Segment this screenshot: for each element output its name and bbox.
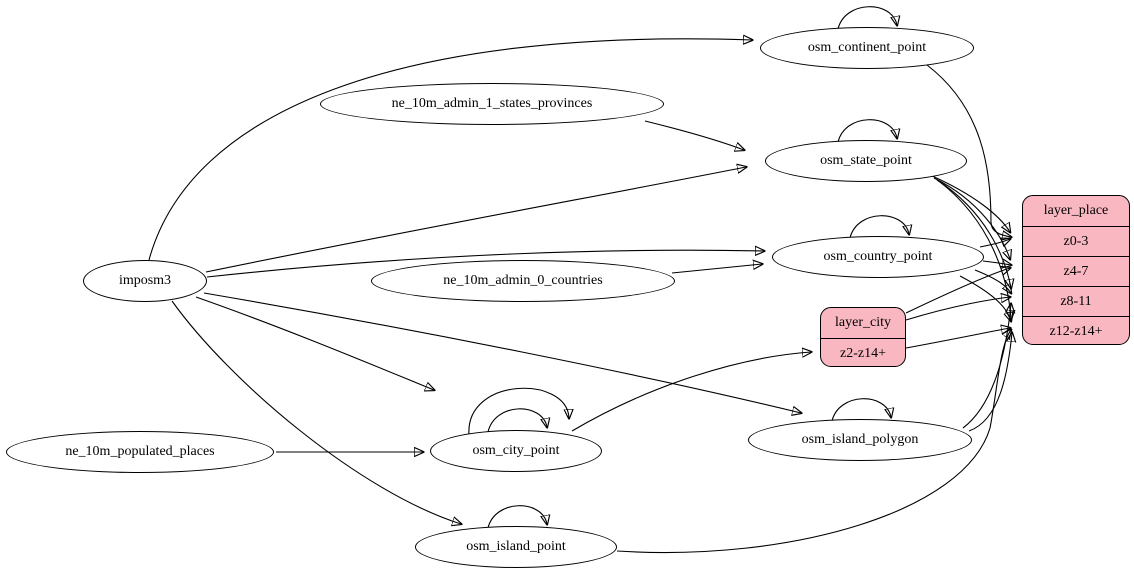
edge-imposm3-to-osm_continent_point bbox=[148, 39, 752, 261]
node-osm-city-point: osm_city_point bbox=[430, 430, 602, 472]
layer-place-zoom-row-z8-11: z8-11 bbox=[1023, 286, 1129, 316]
node-imposm3: imposm3 bbox=[83, 260, 207, 302]
edge-osm_continent_point-to-osm_continent_point bbox=[837, 6, 897, 30]
edge-osm_country_point-to-layer_place-z0-3 bbox=[979, 239, 1010, 248]
edge-osm_country_point-to-osm_country_point bbox=[849, 215, 909, 239]
edge-osm_island_point-to-layer_place-z12-z14+ bbox=[616, 330, 1011, 554]
edge-osm_city_point-to-osm_city_point bbox=[487, 408, 547, 433]
edge-osm_state_point-to-layer_place-z8-11 bbox=[936, 179, 1011, 288]
edge-layer_city-to-layer_place-z8-11 bbox=[905, 297, 1010, 321]
edge-osm_state_point-to-layer_place-z4-7 bbox=[933, 177, 1010, 259]
node-layer-city: layer_city z2-z14+ bbox=[820, 307, 906, 367]
edge-ne_10m_admin_1_states_provinces-to-osm_state_point bbox=[644, 120, 744, 150]
edge-osm_island_polygon-to-osm_island_polygon bbox=[831, 398, 891, 422]
edge-layer_city-to-layer_place-z4-7 bbox=[905, 268, 1010, 314]
edge-osm_state_point-to-layer_place-z0-3 bbox=[929, 174, 1010, 232]
node-layer-place: layer_place z0-3 z4-7 z8-11 z12-z14+ bbox=[1022, 195, 1130, 345]
edge-imposm3-to-osm_country_point bbox=[206, 250, 764, 278]
node-osm-continent-point: osm_continent_point bbox=[760, 27, 974, 69]
edge-osm_city_point-to-layer_city-z2-z14+ bbox=[571, 352, 811, 432]
layer-city-title: layer_city bbox=[835, 315, 891, 330]
node-osm-island-polygon: osm_island_polygon bbox=[748, 419, 972, 461]
edge-imposm3-to-osm_state_point bbox=[205, 167, 746, 273]
node-osm-state-point: osm_state_point bbox=[765, 140, 967, 182]
edge-osm_country_point-to-layer_place-z4-7 bbox=[982, 261, 1011, 265]
edge-osm_continent_point-to-layer_place-z0-3 bbox=[926, 64, 1011, 237]
layer-place-title: layer_place bbox=[1043, 203, 1109, 218]
edge-ne_10m_admin_0_countries-to-osm_country_point bbox=[671, 264, 762, 274]
edge-osm_country_point-to-layer_place-z8-11 bbox=[974, 269, 1011, 293]
edge-layer_city-to-layer_place-z12-z14+ bbox=[905, 328, 1010, 349]
layer-place-zoom-row-z0-3: z0-3 bbox=[1023, 226, 1129, 256]
node-ne-10m-populated-places: ne_10m_populated_places bbox=[6, 431, 274, 473]
edge-osm_state_point-to-osm_state_point bbox=[837, 119, 897, 143]
edge-osm_island_polygon-to-layer_place-z8-11 bbox=[962, 304, 1011, 429]
edge-imposm3-to-osm_city_point bbox=[195, 296, 434, 390]
node-osm-island-point: osm_island_point bbox=[415, 526, 617, 568]
node-osm-country-point: osm_country_point bbox=[772, 236, 984, 278]
edge-imposm3-to-osm_island_point bbox=[171, 300, 461, 524]
node-ne-10m-admin-1-states-provinces: ne_10m_admin_1_states_provinces bbox=[320, 83, 664, 125]
edge-osm_island_polygon-to-layer_place-z12-z14+ bbox=[968, 333, 1012, 432]
node-ne-10m-admin-0-countries: ne_10m_admin_0_countries bbox=[371, 260, 675, 302]
edge-imposm3-to-osm_island_polygon bbox=[203, 292, 801, 413]
layer-place-zoom-row-z4-7: z4-7 bbox=[1023, 256, 1129, 286]
layer-city-zoom-row: z2-z14+ bbox=[821, 338, 905, 366]
edge-osm_city_point-to-osm_city_point bbox=[468, 387, 569, 436]
edge-osm_country_point-to-layer_place-z12-z14+ bbox=[959, 275, 1011, 321]
edge-osm_island_point-to-osm_island_point bbox=[487, 505, 547, 529]
layer-place-zoom-row-z12-z14: z12-z14+ bbox=[1023, 316, 1129, 344]
